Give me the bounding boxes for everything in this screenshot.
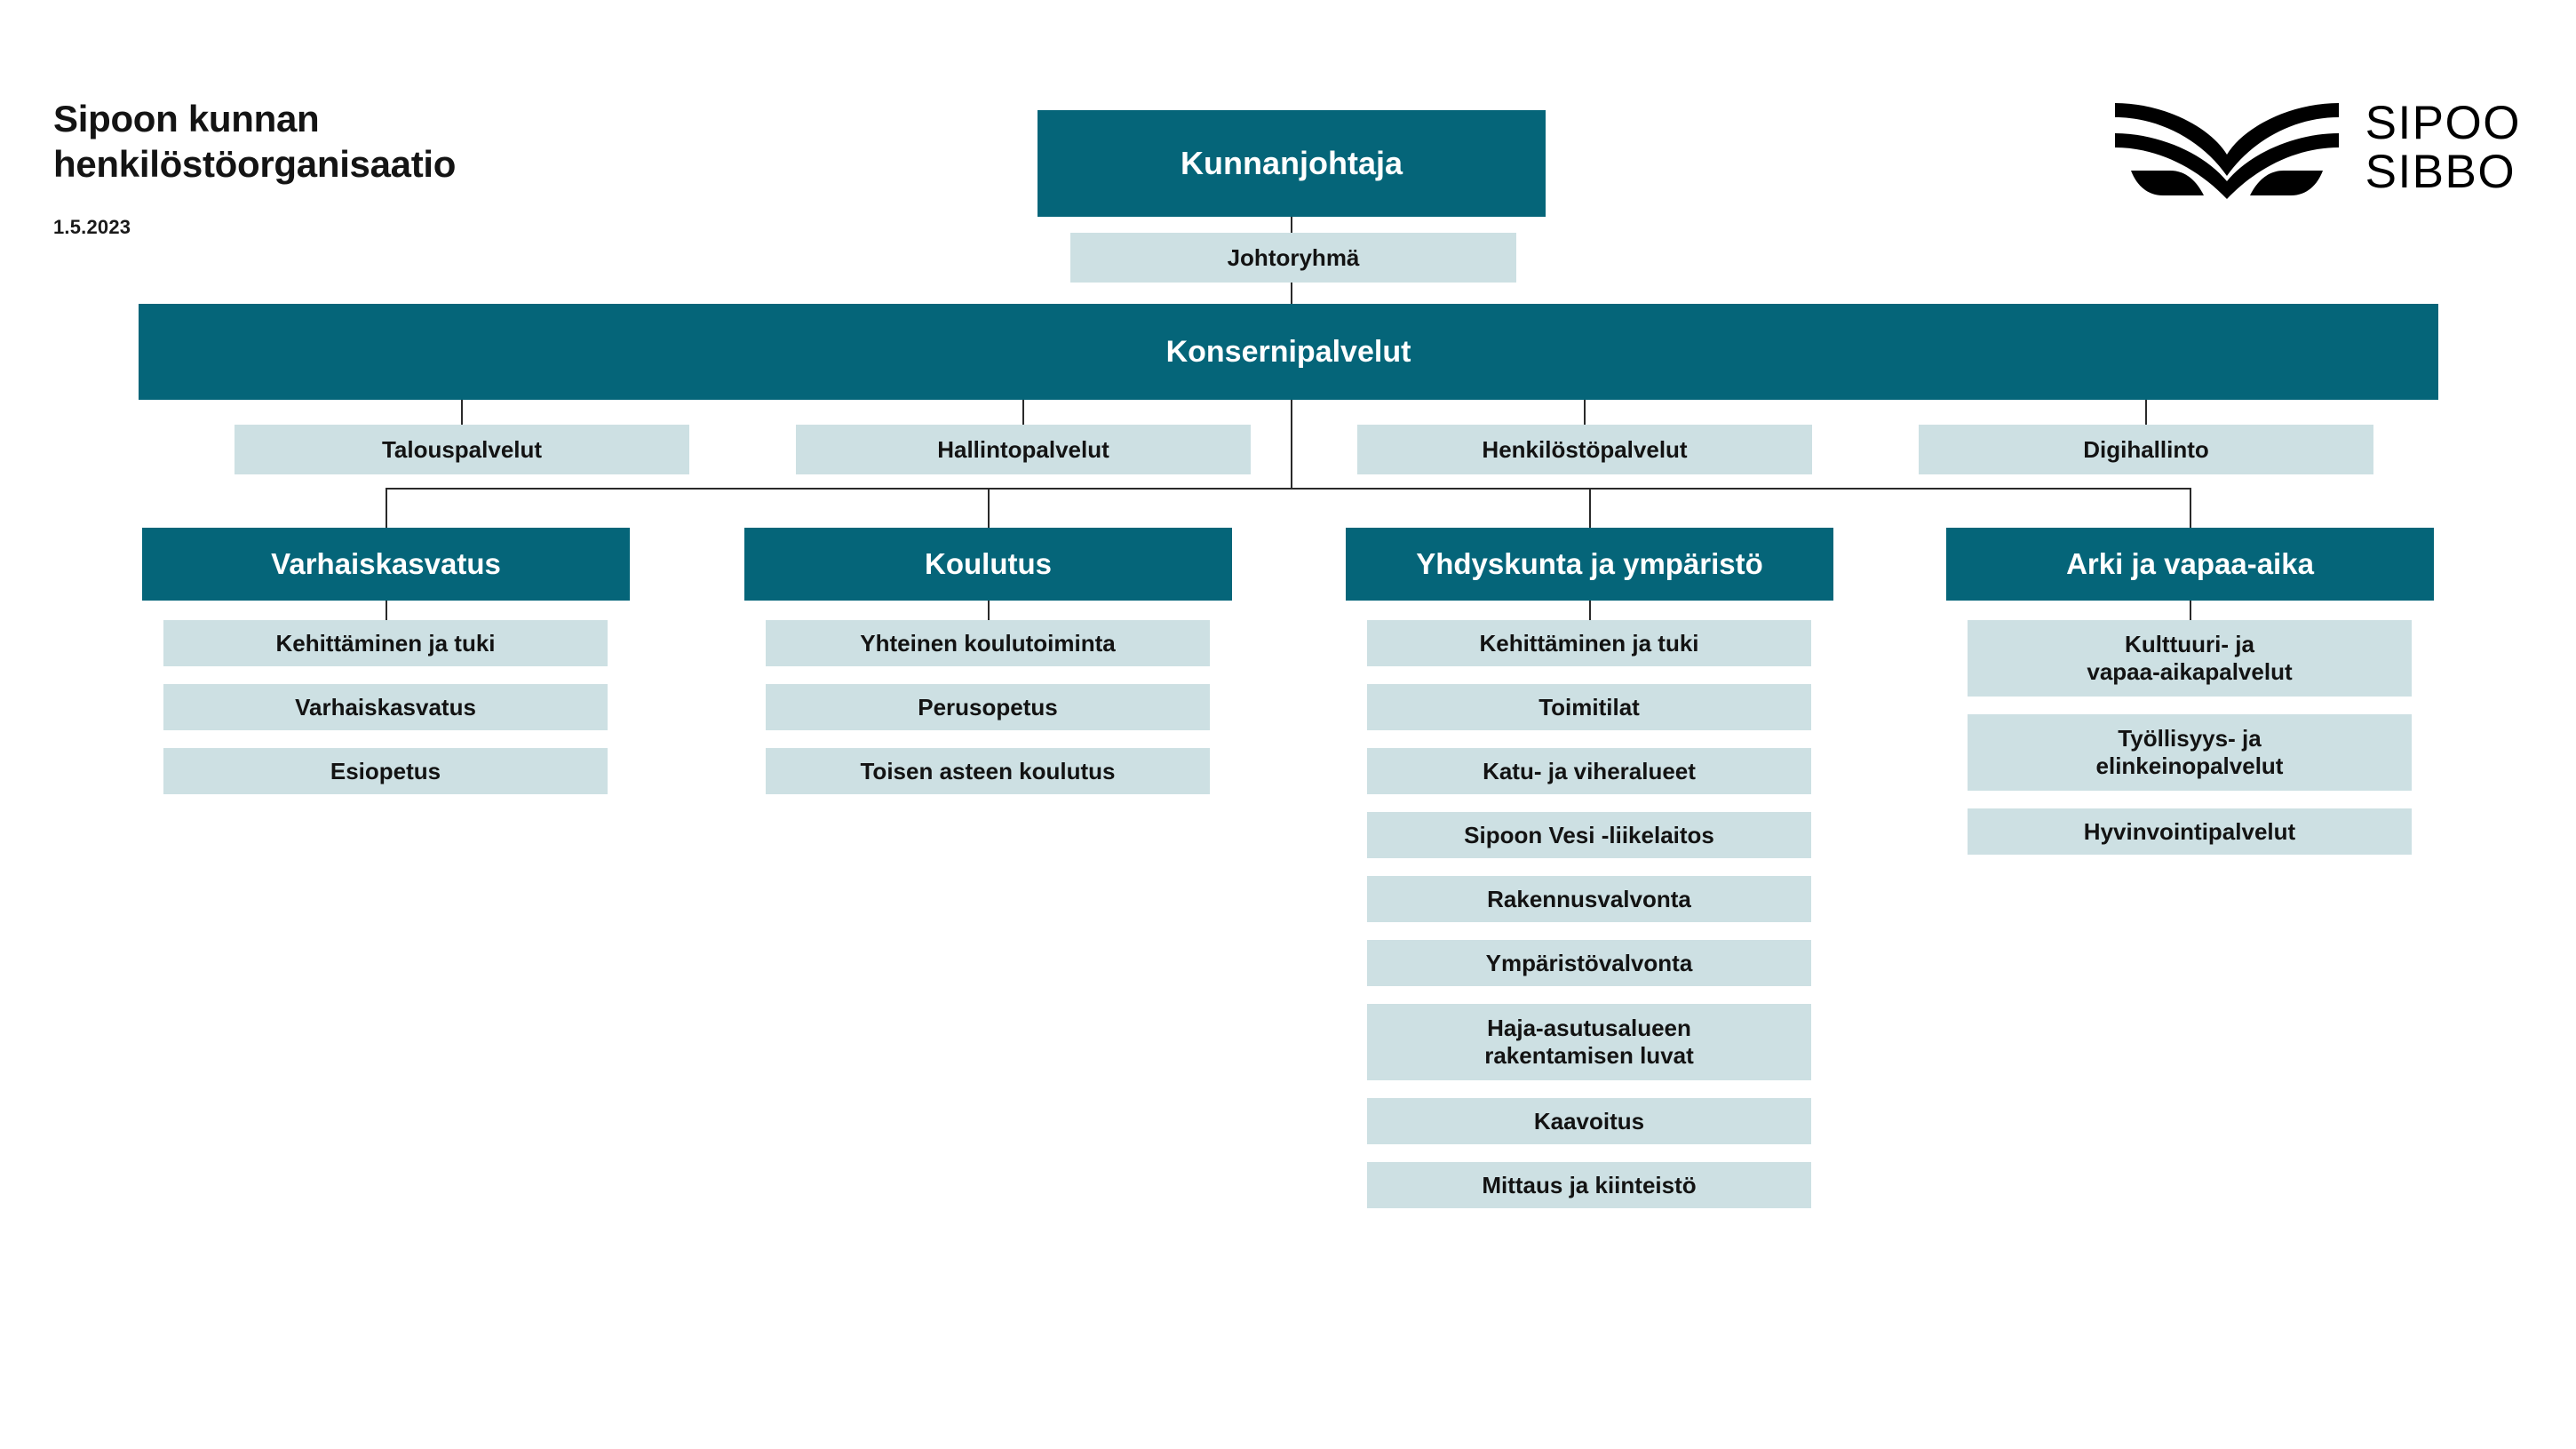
child-koulutus-1-label: Perusopetus: [918, 693, 1058, 721]
child-arki-0-label-line2: vapaa-aikapalvelut: [2087, 658, 2293, 685]
logo-text-sipoo: SIPOO: [2365, 96, 2521, 149]
page-title-line-1: Sipoon kunnan: [53, 98, 320, 139]
node-koulutus-label: Koulutus: [925, 547, 1052, 580]
page-date: 1.5.2023: [53, 216, 131, 238]
child-yhdyskunta-2-label: Katu- ja viheralueet: [1483, 757, 1696, 784]
sipoo-sibbo-logo: SIPOO SIBBO: [2111, 94, 2521, 201]
node-hallintopalvelut[interactable]: Hallintopalvelut: [796, 425, 1251, 474]
connector-bus-dept-1: [988, 488, 990, 528]
child-yhdyskunta-6-label: Haja-asutusalueen: [1487, 1015, 1691, 1041]
child-arki-0-label: Kulttuuri- ja: [2125, 631, 2254, 657]
child-arki-1[interactable]: Työllisyys- ja elinkeinopalvelut: [1968, 714, 2412, 791]
child-yhdyskunta-7-label: Kaavoitus: [1533, 1107, 1645, 1135]
connector-bus-dept-0: [386, 488, 387, 528]
child-varhaiskasvatus-2-label: Esiopetus: [330, 757, 441, 784]
child-yhdyskunta-2[interactable]: Katu- ja viheralueet: [1367, 748, 1811, 794]
department-bus-line: [386, 488, 2190, 490]
node-kunnanjohtaja-label: Kunnanjohtaja: [1181, 145, 1403, 181]
node-johtoryhma-label: Johtoryhmä: [1227, 243, 1360, 271]
child-yhdyskunta-5-label: Ympäristövalvonta: [1485, 949, 1693, 976]
child-arki-2-label: Hyvinvointipalvelut: [2083, 817, 2296, 845]
child-varhaiskasvatus-0-label: Kehittäminen ja tuki: [275, 629, 496, 657]
child-yhdyskunta-8[interactable]: Mittaus ja kiinteistö: [1367, 1162, 1811, 1208]
child-koulutus-1[interactable]: Perusopetus: [766, 684, 1210, 730]
child-yhdyskunta-1[interactable]: Toimitilat: [1367, 684, 1811, 730]
node-hallintopalvelut-label: Hallintopalvelut: [937, 435, 1109, 463]
child-arki-1-label: Työllisyys- ja: [2118, 725, 2262, 752]
child-koulutus-0[interactable]: Yhteinen koulutoiminta: [766, 620, 1210, 666]
child-varhaiskasvatus-1-label: Varhaiskasvatus: [295, 693, 476, 721]
page-title: Sipoon kunnan henkilöstöorganisaatio: [53, 96, 693, 187]
connector-konserni-unit-2: [1584, 400, 1586, 425]
node-kunnanjohtaja[interactable]: Kunnanjohtaja: [1038, 110, 1546, 217]
child-arki-0[interactable]: Kulttuuri- ja vapaa-aikapalvelut: [1968, 620, 2412, 697]
connector-konserni-unit-3: [2145, 400, 2147, 425]
child-yhdyskunta-7[interactable]: Kaavoitus: [1367, 1098, 1811, 1144]
child-yhdyskunta-1-label: Toimitilat: [1538, 693, 1640, 721]
node-henkilostopalvelut-label: Henkilöstöpalvelut: [1482, 435, 1688, 463]
connector-johtoryhma-konsernipalvelut: [1291, 283, 1292, 304]
node-digihallinto-label: Digihallinto: [2083, 435, 2209, 463]
child-varhaiskasvatus-0[interactable]: Kehittäminen ja tuki: [163, 620, 608, 666]
page-title-line-2: henkilöstöorganisaatio: [53, 143, 457, 186]
node-arki-ja-vapaa-aika[interactable]: Arki ja vapaa-aika: [1946, 528, 2434, 601]
node-talouspalvelut[interactable]: Talouspalvelut: [235, 425, 689, 474]
node-johtoryhma[interactable]: Johtoryhmä: [1070, 233, 1516, 283]
child-yhdyskunta-0[interactable]: Kehittäminen ja tuki: [1367, 620, 1811, 666]
child-yhdyskunta-8-label: Mittaus ja kiinteistö: [1482, 1171, 1697, 1198]
node-yhdyskunta-ja-ymparisto[interactable]: Yhdyskunta ja ympäristö: [1346, 528, 1833, 601]
connector-bus-dept-2: [1589, 488, 1591, 528]
logo-text-sibbo: SIBBO: [2365, 146, 2516, 198]
node-koulutus[interactable]: Koulutus: [744, 528, 1232, 601]
child-varhaiskasvatus-1[interactable]: Varhaiskasvatus: [163, 684, 608, 730]
connector-bus-dept-3: [2190, 488, 2191, 528]
child-arki-2[interactable]: Hyvinvointipalvelut: [1968, 808, 2412, 855]
node-varhaiskasvatus[interactable]: Varhaiskasvatus: [142, 528, 630, 601]
connector-konserni-spine: [1291, 400, 1292, 489]
connector-kunnanjohtaja-johtoryhma: [1291, 217, 1292, 233]
connector-varhaiskasvatus-children: [386, 601, 387, 620]
child-yhdyskunta-4-label: Rakennusvalvonta: [1487, 885, 1691, 912]
connector-arki-children: [2190, 601, 2191, 620]
child-yhdyskunta-3[interactable]: Sipoon Vesi -liikelaitos: [1367, 812, 1811, 858]
node-talouspalvelut-label: Talouspalvelut: [381, 435, 543, 463]
child-yhdyskunta-0-label: Kehittäminen ja tuki: [1479, 629, 1699, 657]
child-yhdyskunta-5[interactable]: Ympäristövalvonta: [1367, 940, 1811, 986]
connector-konserni-unit-0: [461, 400, 463, 425]
connector-koulutus-children: [988, 601, 990, 620]
node-yhdyskunta-ja-ymparisto-label: Yhdyskunta ja ympäristö: [1416, 547, 1763, 580]
node-arki-ja-vapaa-aika-label: Arki ja vapaa-aika: [2066, 547, 2314, 580]
child-koulutus-2[interactable]: Toisen asteen koulutus: [766, 748, 1210, 794]
connector-yhdyskunta-children: [1589, 601, 1591, 620]
child-yhdyskunta-6-label-line2: rakentamisen luvat: [1484, 1042, 1694, 1069]
child-yhdyskunta-4[interactable]: Rakennusvalvonta: [1367, 876, 1811, 922]
node-digihallinto[interactable]: Digihallinto: [1919, 425, 2373, 474]
node-konsernipalvelut-label: Konsernipalvelut: [1165, 334, 1411, 369]
sipoo-wing-logo-icon: [2114, 103, 2339, 199]
connector-konserni-unit-1: [1022, 400, 1024, 425]
child-varhaiskasvatus-2[interactable]: Esiopetus: [163, 748, 608, 794]
node-varhaiskasvatus-label: Varhaiskasvatus: [271, 547, 501, 580]
child-yhdyskunta-3-label: Sipoon Vesi -liikelaitos: [1464, 821, 1714, 848]
child-arki-1-label-line2: elinkeinopalvelut: [2095, 752, 2284, 779]
child-koulutus-2-label: Toisen asteen koulutus: [860, 757, 1116, 784]
node-konsernipalvelut[interactable]: Konsernipalvelut: [139, 304, 2438, 400]
child-koulutus-0-label: Yhteinen koulutoiminta: [860, 629, 1116, 657]
child-yhdyskunta-6[interactable]: Haja-asutusalueen rakentamisen luvat: [1367, 1004, 1811, 1080]
logo-wordmark: SIPOO SIBBO: [2365, 99, 2521, 196]
node-henkilostopalvelut[interactable]: Henkilöstöpalvelut: [1357, 425, 1812, 474]
